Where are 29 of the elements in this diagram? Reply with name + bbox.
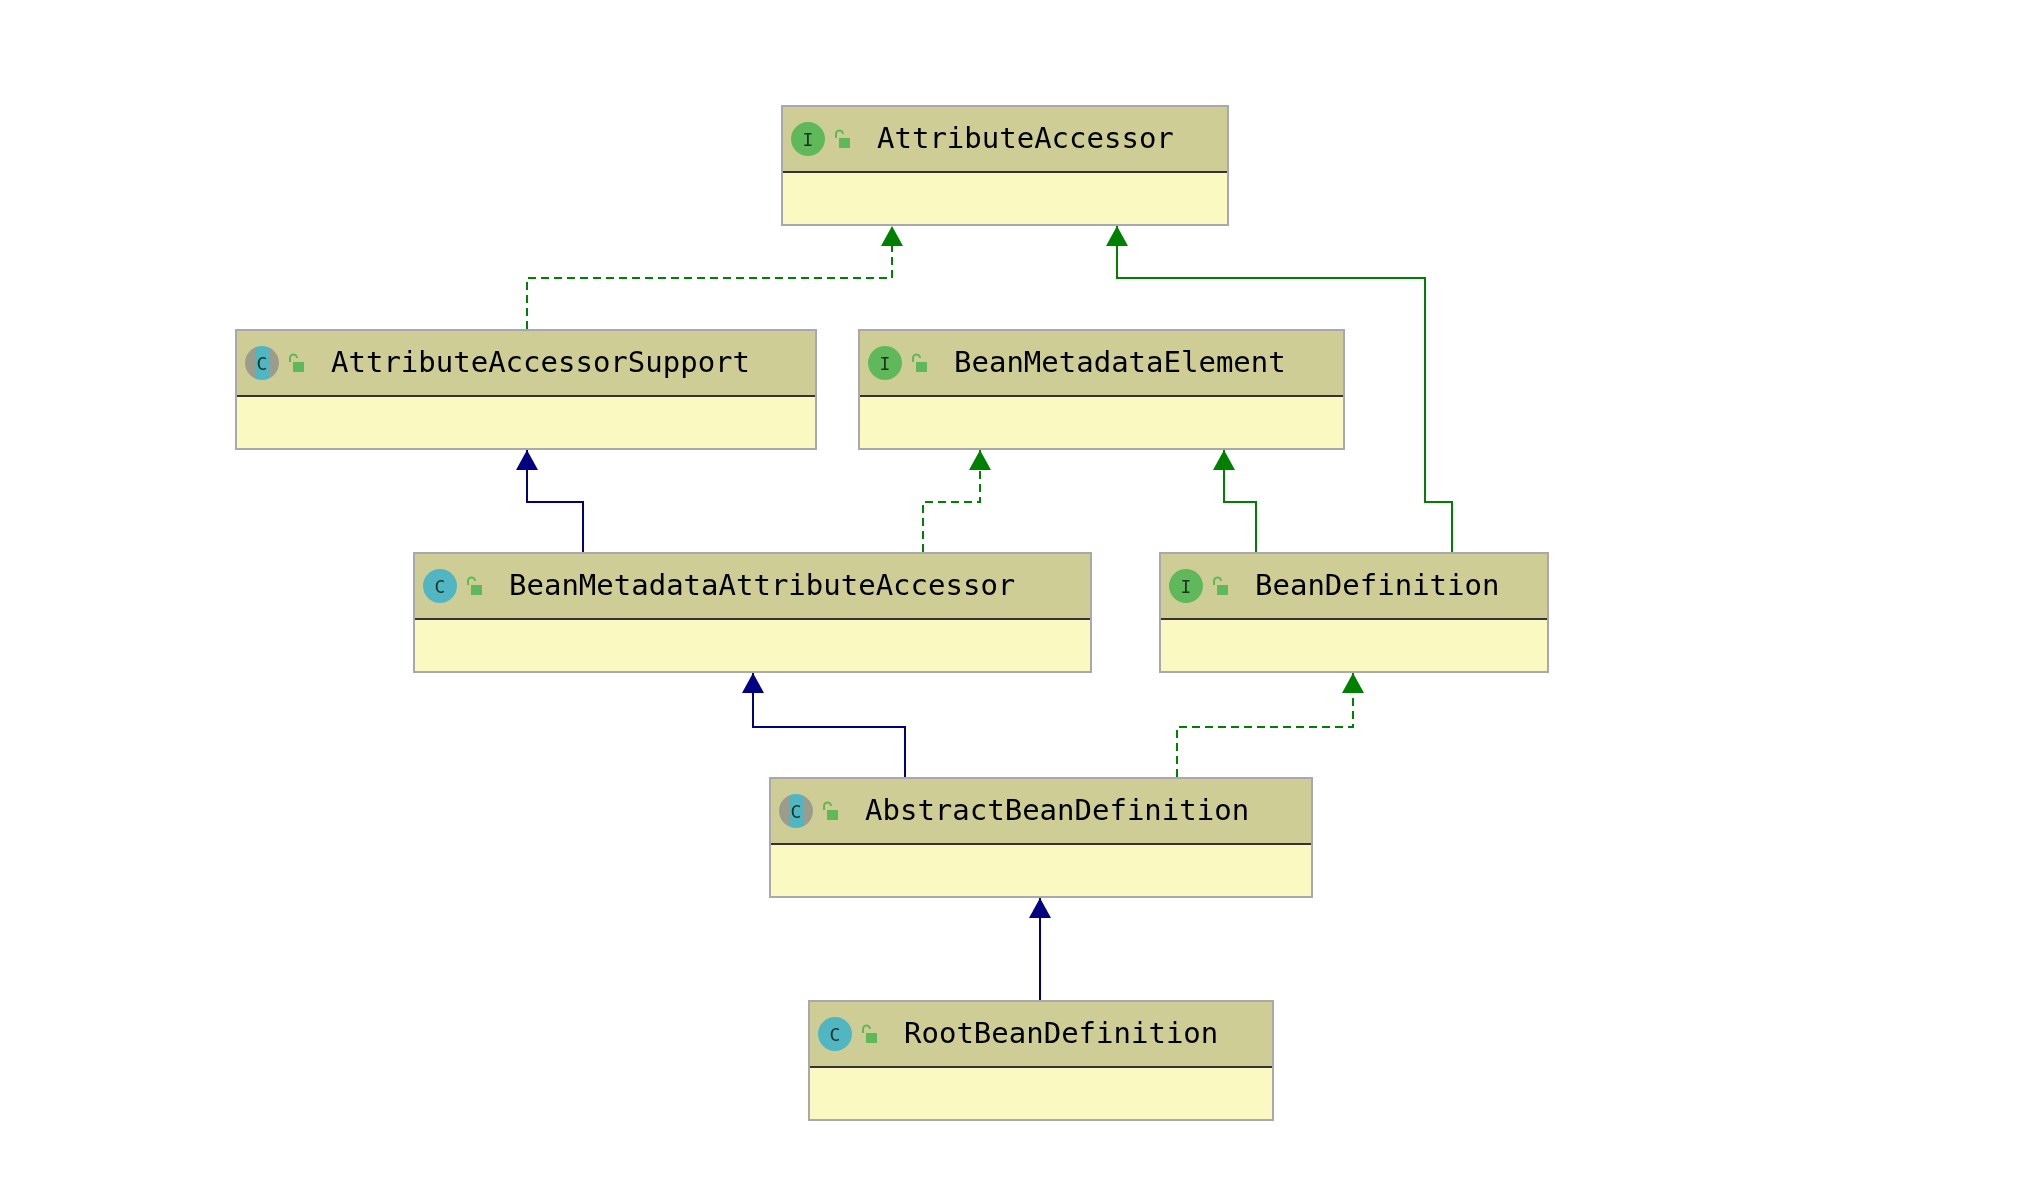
class-name: BeanMetadataElement — [954, 344, 1286, 382]
inheritance-arrow — [1029, 897, 1051, 1001]
class-name: BeanDefinition — [1255, 567, 1500, 605]
inheritance-arrow — [516, 449, 584, 553]
inheritance-arrow — [922, 449, 991, 553]
class-name: AttributeAccessorSupport — [331, 344, 751, 382]
class-box — [235, 329, 817, 450]
class-box — [781, 105, 1229, 226]
inheritance-arrow — [1213, 449, 1257, 553]
type-badge: C — [818, 1017, 852, 1051]
class-name: RootBeanDefinition — [904, 1015, 1219, 1053]
inheritance-arrow — [526, 225, 903, 330]
class-name: BeanMetadataAttributeAccessor — [509, 567, 1016, 605]
class-box — [413, 552, 1092, 673]
class-box — [808, 1000, 1274, 1121]
class-name: AbstractBeanDefinition — [865, 792, 1250, 830]
class-name: AttributeAccessor — [877, 120, 1174, 158]
type-badge: I — [1169, 569, 1203, 603]
type-badge: I — [791, 122, 825, 156]
type-badge: C — [423, 569, 457, 603]
class-box — [858, 329, 1345, 450]
inheritance-arrow — [1106, 225, 1453, 553]
type-badge: C — [245, 346, 279, 380]
type-badge: I — [868, 346, 902, 380]
type-badge: C — [779, 794, 813, 828]
inheritance-arrow — [742, 672, 906, 778]
inheritance-arrow — [1176, 672, 1364, 778]
class-box — [1159, 552, 1549, 673]
class-box — [769, 777, 1313, 898]
